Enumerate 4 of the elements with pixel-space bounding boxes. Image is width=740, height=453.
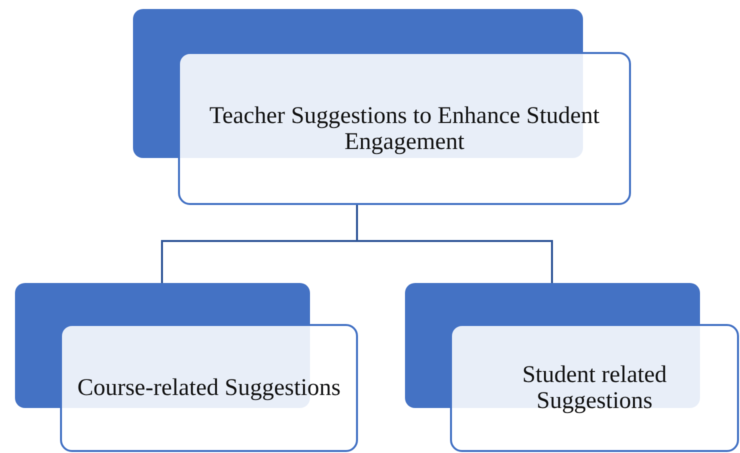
connector-line [356, 205, 553, 283]
node-text: Teacher Suggestions to Enhance Student Engagement [208, 102, 601, 154]
node-text: Student related Suggestions [521, 362, 668, 414]
node-text: Course-related Suggestions [76, 375, 342, 401]
